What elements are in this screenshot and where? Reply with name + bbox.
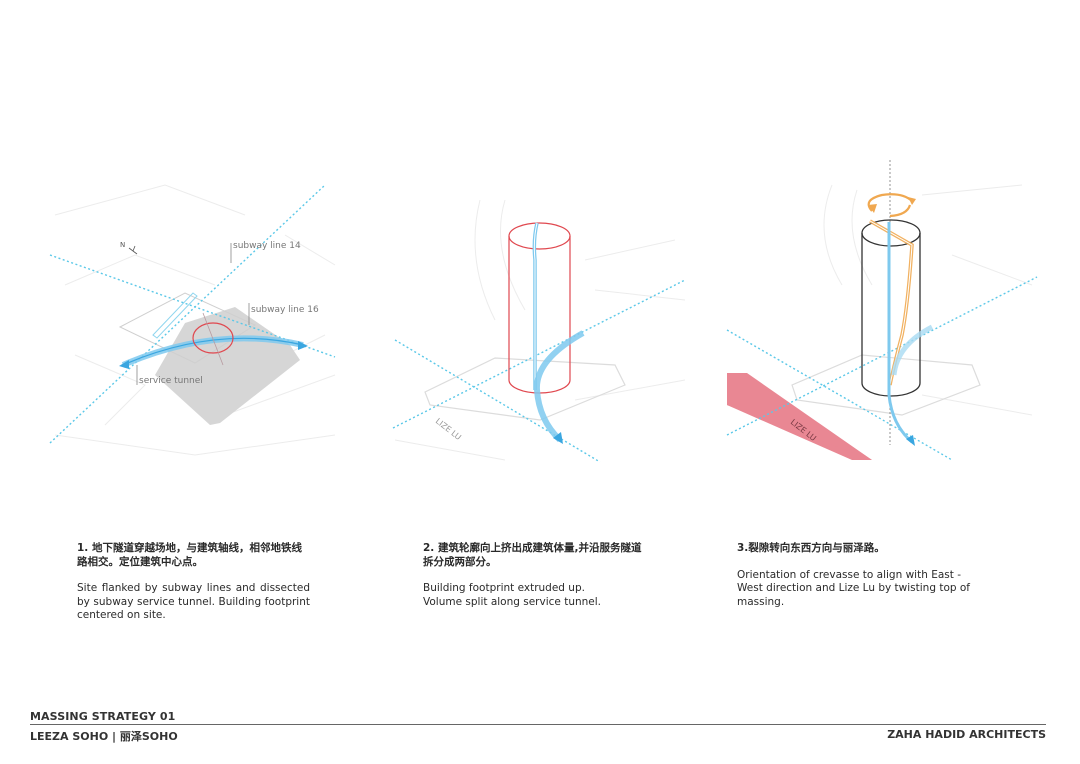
project-name: LEEZA SOHO | 丽泽SOHO bbox=[30, 730, 178, 743]
diagram-2-extrusion: LIZE LU bbox=[385, 200, 695, 470]
site-diagram-1-svg: N subway line 14 subway line 16 service … bbox=[49, 184, 336, 456]
caption-step-2: 2. 建筑轮廓向上挤出成建筑体量,并沿服务隧道拆分成两部分。 Building … bbox=[423, 542, 648, 609]
rotation-arrow-icon bbox=[867, 193, 916, 218]
caption-step-3-en: Orientation of crevasse to align with Ea… bbox=[737, 568, 970, 608]
caption-step-3-cn: 3.裂隙转向东西方向与丽泽路。 bbox=[737, 542, 885, 554]
caption-step-2-en-line-2: Volume split along service tunnel. bbox=[423, 595, 601, 608]
label-subway-line-14: subway line 14 bbox=[233, 241, 301, 251]
sheet-title: MASSING STRATEGY 01 bbox=[30, 710, 176, 723]
twist-diagram-svg: LIZE LU bbox=[726, 160, 1038, 461]
site-footprint bbox=[155, 307, 300, 425]
north-arrow-icon bbox=[128, 245, 138, 255]
label-subway-line-16: subway line 16 bbox=[251, 305, 319, 315]
massing-cylinder-top bbox=[508, 222, 571, 250]
road-label-lize-lu: LIZE LU bbox=[434, 416, 463, 442]
extrusion-diagram-svg: LIZE LU bbox=[392, 200, 686, 463]
massing-cylinder-base bbox=[861, 382, 921, 397]
caption-step-3: 3.裂隙转向东西方向与丽泽路。 Orientation of crevasse … bbox=[737, 542, 982, 609]
massing-cylinder-top bbox=[861, 219, 921, 247]
caption-step-2-cn: 2. 建筑轮廓向上挤出成建筑体量,并沿服务隧道拆分成两部分。 bbox=[423, 542, 642, 568]
caption-step-1-en: Site flanked by subway lines and dissect… bbox=[77, 582, 310, 621]
label-service-tunnel: service tunnel bbox=[139, 376, 203, 386]
caption-step-2-en-line-1: Building footprint extruded up. bbox=[423, 582, 585, 594]
building-center-circle bbox=[192, 322, 234, 354]
caption-step-1: 1. 地下隧道穿越场地，与建筑轴线，相邻地铁线路相交。定位建筑中心点。 Site… bbox=[77, 542, 310, 623]
north-label: N bbox=[120, 241, 125, 249]
footer-divider bbox=[30, 724, 1046, 725]
caption-step-1-cn: 1. 地下隧道穿越场地，与建筑轴线，相邻地铁线路相交。定位建筑中心点。 bbox=[77, 542, 302, 568]
diagram-3-twist: LIZE LU bbox=[722, 155, 1042, 465]
service-tunnel-curve bbox=[533, 330, 585, 443]
firm-name: ZAHA HADID ARCHITECTS bbox=[887, 728, 1046, 741]
diagram-1-site-plan: N subway line 14 subway line 16 service … bbox=[45, 175, 345, 470]
